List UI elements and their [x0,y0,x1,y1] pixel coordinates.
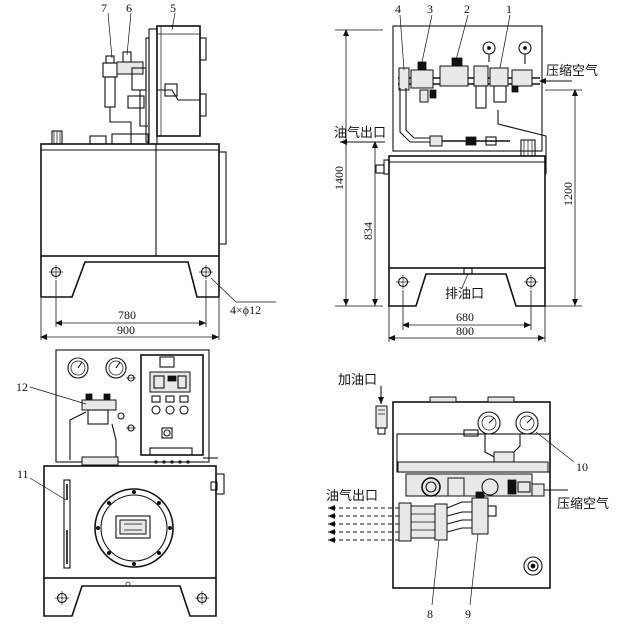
front-dim-780: 780 [118,308,136,322]
side-label-1: 1 [506,2,512,16]
side-dim-1200: 1200 [561,182,575,206]
top-fill-port [375,405,388,429]
side-tank [388,155,546,269]
top-view: 10 加油口 压缩空气 [326,373,609,621]
front-label-6: 6 [126,1,132,15]
rear-bolt-left [55,591,69,605]
rear-gauge-1 [67,357,89,379]
side-dim-834: 834 [361,222,375,240]
side-gauge-left [482,41,496,62]
top-label-10: 10 [576,460,588,474]
front-tank [40,143,220,257]
rear-buttons [151,395,189,439]
side-air-in: 压缩空气 [546,63,598,79]
side-label-3: 3 [427,2,433,16]
side-label-4: 4 [395,2,401,16]
front-dim-900: 900 [117,323,135,337]
top-oil-gas-out: 油气出口 [326,488,378,504]
rear-tank [43,465,217,579]
top-manifold [405,473,533,497]
rear-label-12: 12 [16,380,28,394]
rear-panel [55,349,210,463]
top-outlets [328,505,399,543]
side-manifold [398,57,540,109]
bolt-hole-left [49,265,63,279]
top-drain-plug [523,556,543,576]
rear-level-gauge [63,479,71,569]
rear-control-box [140,354,204,456]
top-outline [392,401,551,589]
side-gauge-right [518,41,532,64]
rear-valve [69,393,125,466]
top-distributor [398,491,497,542]
rear-view: 12 11 [16,349,225,617]
rear-label-11: 11 [17,467,29,481]
side-panel [392,25,543,152]
top-label-8: 8 [427,607,433,621]
front-column [148,28,158,145]
side-bolt-left [396,275,410,289]
bolt-hole-right [199,265,213,279]
rear-bolt-right [195,591,209,605]
top-fill-label: 加油口 [338,373,377,388]
side-dim-800: 800 [456,324,474,338]
front-label-5: 5 [170,1,176,15]
side-view: 4 3 2 1 压缩空气 油气出口 排油口 1400 834 1200 680 … [332,2,598,342]
front-base [40,256,220,298]
front-dim-hole: 4×ϕ12 [230,303,261,317]
rear-display [149,371,191,393]
rear-base [43,578,217,617]
side-oil-gas-out: 油气出口 [334,125,386,141]
side-dim-680: 680 [456,310,474,324]
front-label-7: 7 [101,1,107,15]
front-view: 7 6 5 780 900 4×ϕ12 [40,1,276,340]
rear-gauge-2 [105,357,127,379]
side-dim-1400: 1400 [332,166,346,190]
top-gauge-right [515,411,539,435]
side-bolt-right [524,275,538,289]
rear-access-cover [94,488,174,568]
top-label-9: 9 [465,607,471,621]
front-cabinet [156,25,201,137]
front-valves [102,51,200,144]
side-label-2: 2 [464,2,470,16]
side-drain: 排油口 [445,287,484,302]
top-gauge-left [477,411,501,435]
top-air-in: 压缩空气 [557,496,609,512]
